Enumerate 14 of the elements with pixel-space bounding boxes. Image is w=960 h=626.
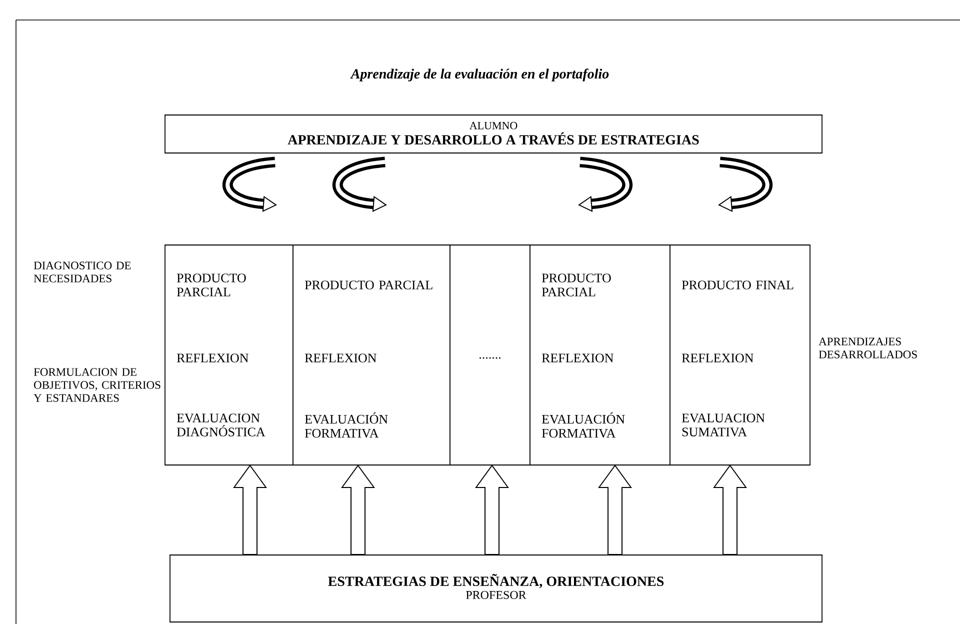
- block-arrow: [475, 464, 509, 556]
- student-box: ALUMNO APRENDIZAJE Y DESARROLLO A TRAVÉS DE ESTRATEGIAS: [164, 114, 822, 154]
- side-label: DIAGNOSTICO DE NECESIDADES: [34, 262, 131, 282]
- block-arrow: [341, 464, 375, 556]
- stage-column: PRODUCTO PARCIAL REFLEXION EVALUACIÓN FORMATIVA: [292, 244, 450, 466]
- block-arrow: [233, 464, 267, 556]
- stage-column: PRODUCTO PARCIAL REFLEXION EVALUACIÓN FORMATIVA: [530, 244, 670, 466]
- block-arrow: [598, 464, 632, 556]
- stage-column: PRODUCTO PARCIAL REFLEXION EVALUACION DIAGNÓSTICA: [164, 244, 294, 466]
- block-arrow: [713, 464, 747, 556]
- title: Aprendizaje de la evaluación en el portafolio: [350, 68, 609, 82]
- teacher-box: ESTRATEGIAS DE ENSEÑANZA, ORIENTACIONES PROFESOR: [170, 554, 822, 622]
- stage-column: PRODUCTO FINAL REFLEXION EVALUACION SUMATIVA: [670, 244, 810, 466]
- stage-column: .......: [450, 244, 530, 466]
